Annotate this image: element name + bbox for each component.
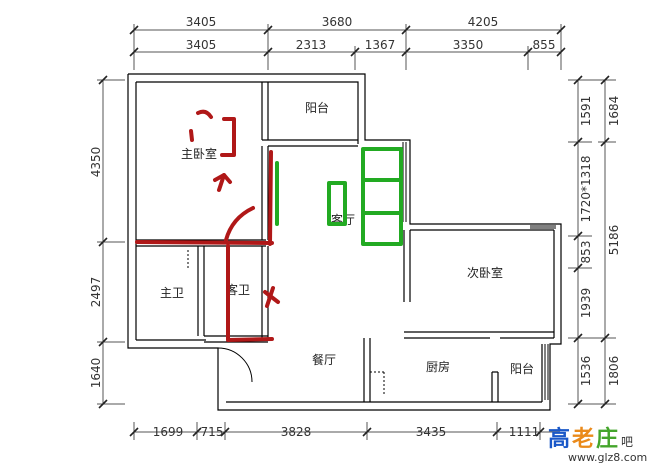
dim-left-3: 1640: [89, 358, 103, 389]
red-vertical-line: [268, 150, 273, 246]
room-kitchen: 厨房: [426, 359, 450, 374]
dim-top-detail-4: 3350: [453, 38, 484, 52]
red-top-mark: [196, 109, 213, 119]
dim-bottom-2: 715: [201, 425, 224, 439]
dim-right-outer-3: 1806: [607, 356, 621, 387]
watermark: 高 老 庄 吧 www.glz8.com: [548, 426, 647, 464]
room-master-bath: 主卫: [160, 286, 184, 300]
watermark-char-3: 庄: [596, 426, 618, 452]
room-balcony-bottom: 阳台: [510, 361, 534, 376]
dim-left-1: 4350: [89, 147, 103, 178]
dim-top-detail-2: 2313: [296, 38, 327, 52]
dim-top-overall-3: 4205: [468, 15, 499, 29]
dimension-lines: [97, 24, 616, 440]
green-markup: [275, 147, 403, 246]
room-labels: 主卧室 阳台 客厅 次卧室 主卫 客卫 餐厅 厨房 阳台: [160, 100, 534, 376]
watermark-suffix: 吧: [621, 435, 633, 449]
dim-top-detail-3: 1367: [365, 38, 396, 52]
room-balcony-top: 阳台: [305, 100, 329, 115]
green-shelf-unit: [361, 147, 403, 246]
dim-bottom-1: 1699: [153, 425, 184, 439]
red-arc-stroke: [224, 206, 255, 242]
red-hook: [189, 129, 194, 142]
dim-bottom-3: 3828: [281, 425, 312, 439]
doors: [187, 250, 385, 396]
red-door-outline: [226, 244, 274, 342]
room-second-bedroom: 次卧室: [467, 265, 503, 280]
dim-right-outer-1: 1684: [607, 96, 621, 127]
dim-top-overall-1: 3405: [186, 15, 217, 29]
red-arrow-head: [213, 173, 232, 184]
dimension-labels: 3405 3680 4205 3405 2313 1367 3350 855 4…: [89, 15, 621, 439]
red-wall-line: [135, 240, 274, 245]
dim-right-inner-5: 1536: [579, 356, 593, 387]
dim-top-detail-5: 855: [533, 38, 556, 52]
dim-right-inner-3: 853: [579, 241, 593, 264]
dim-top-overall-2: 3680: [322, 15, 353, 29]
dim-left-2: 2497: [89, 277, 103, 308]
watermark-char-1: 高: [548, 426, 570, 452]
green-small-rect: [327, 181, 347, 226]
dim-right-inner-2: 1720*1318: [579, 155, 593, 222]
red-markup: [135, 109, 280, 342]
dim-bottom-5: 1111: [509, 425, 540, 439]
dim-bottom-4: 3435: [416, 425, 447, 439]
watermark-char-2: 老: [571, 427, 594, 452]
watermark-url: www.glz8.com: [568, 451, 647, 464]
room-dining-room: 餐厅: [312, 352, 336, 367]
dim-right-inner-4: 1939: [579, 288, 593, 319]
dim-top-detail-1: 3405: [186, 38, 217, 52]
dimension-ticks: [98, 25, 610, 437]
dim-right-inner-1: 1591: [579, 96, 593, 127]
red-x-mark-2: [265, 286, 275, 308]
red-bracket: [220, 117, 236, 157]
room-master-bedroom: 主卧室: [181, 146, 217, 161]
dim-right-outer-2: 5186: [607, 225, 621, 256]
room-guest-bath: 客卫: [226, 282, 250, 297]
